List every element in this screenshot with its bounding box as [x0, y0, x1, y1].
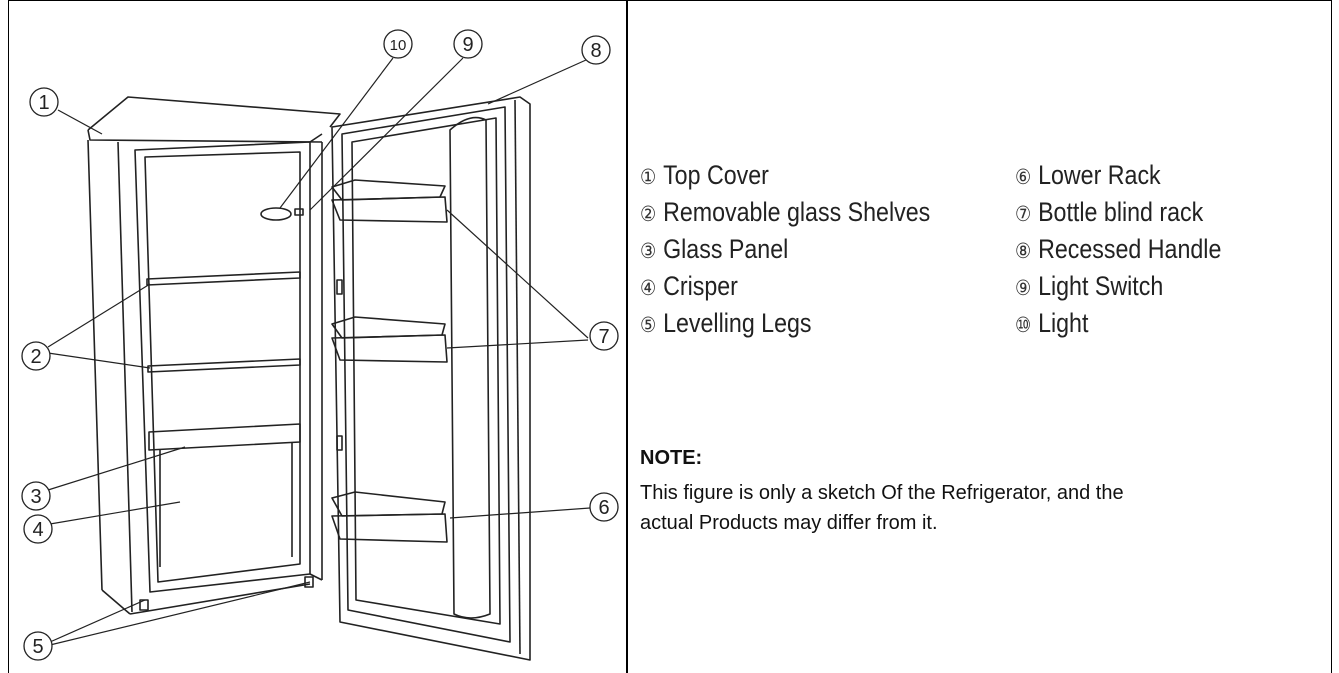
- note-block: NOTE: This figure is only a sketch Of th…: [640, 447, 1330, 538]
- svg-text:5: 5: [32, 636, 43, 658]
- shelves: [146, 271, 301, 567]
- callout-6: 6: [589, 492, 619, 522]
- callout-10: 10: [383, 29, 413, 59]
- light: [260, 207, 292, 221]
- callout-2: 2: [21, 341, 51, 371]
- svg-text:10: 10: [390, 37, 407, 54]
- callout-3: 3: [21, 481, 51, 511]
- door-racks: [331, 179, 448, 543]
- light-switch: [294, 208, 304, 216]
- door: [331, 96, 531, 661]
- refrigerator-diagram: 1 2 3 4 5 6 7 8 9 10: [21, 29, 619, 661]
- note-line-1: This figure is only a sketch Of the Refr…: [640, 482, 1124, 504]
- svg-text:8: 8: [590, 40, 601, 62]
- svg-text:9: 9: [462, 34, 473, 56]
- note-line-2: actual Products may differ from it.: [640, 512, 938, 534]
- cabinet: [87, 96, 341, 615]
- note-title: NOTE:: [640, 447, 703, 469]
- svg-text:4: 4: [32, 519, 43, 541]
- callout-5: 5: [23, 631, 53, 661]
- column-divider: [626, 0, 628, 673]
- svg-text:3: 3: [30, 486, 41, 508]
- svg-text:7: 7: [598, 326, 609, 348]
- svg-text:2: 2: [30, 346, 41, 368]
- callout-1: 1: [29, 87, 59, 117]
- table-frame: [8, 0, 1332, 673]
- callout-9: 9: [453, 29, 483, 59]
- svg-text:6: 6: [598, 497, 609, 519]
- callout-4: 4: [23, 514, 53, 544]
- callout-7: 7: [589, 321, 619, 351]
- callout-8: 8: [581, 35, 611, 65]
- svg-text:1: 1: [38, 92, 49, 114]
